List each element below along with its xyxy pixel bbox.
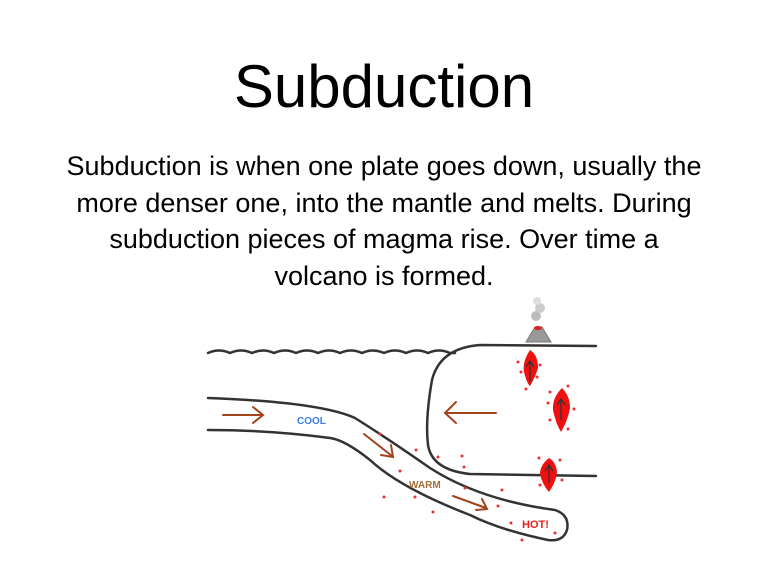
subducting-slab (206, 396, 569, 542)
arrow-down-right-icon (363, 433, 395, 459)
magma-blobs (523, 350, 570, 492)
ocean-surface (206, 349, 457, 355)
magma-droplets (378, 360, 576, 542)
hot-label: HOT! (522, 519, 549, 531)
motion-arrows (222, 401, 497, 511)
arrow-left-icon (443, 401, 497, 424)
volcano-icon (525, 297, 552, 343)
slide-body-text: Subduction is when one plate goes down, … (66, 151, 702, 291)
slide-title: Subduction (233, 53, 535, 120)
arrow-right-icon (222, 406, 265, 424)
arrow-down-right-icon (452, 495, 489, 511)
overriding-plate (425, 343, 598, 478)
cool-label: COOL (297, 416, 326, 427)
warm-label: WARM (409, 480, 441, 491)
